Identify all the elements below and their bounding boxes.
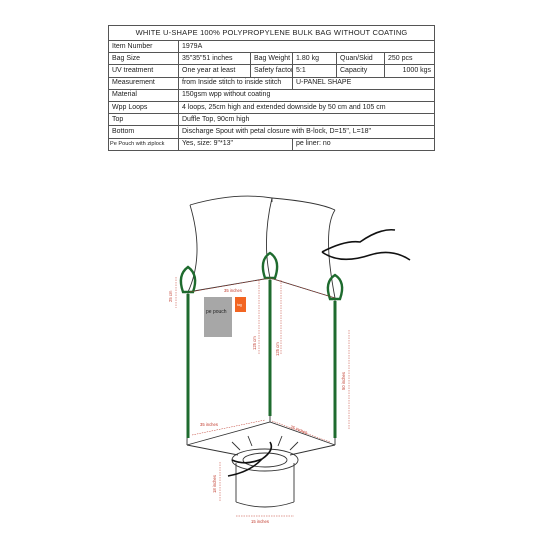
dim-side-mid: 125 cm — [275, 342, 280, 356]
spec-row-measurement: Measurement from Inside stitch to inside… — [108, 76, 436, 90]
dimension-lines — [175, 277, 350, 517]
dim-top: 35 inches — [224, 288, 242, 293]
panel-value: U-PANEL SHAPE — [291, 76, 436, 90]
dimension-labels: 35 inches 25 cm 125 cm 125 cm 50 inches … — [168, 288, 346, 524]
safety-value: 5:1 — [292, 64, 337, 78]
spec-title: WHITE U-SHAPE 100% POLYPROPYLENE BULK BA… — [107, 25, 436, 41]
loop-right-eye — [326, 273, 344, 301]
spec-row-size: Bag Size 35"35"51 inches Bag Weight 1.80… — [108, 52, 436, 66]
spec-row-pe: Pe Pouch with ziplock Yes, size: 9"*13" … — [108, 137, 436, 151]
duffle-ties — [321, 228, 411, 261]
loops-label: Wpp Loops — [108, 100, 179, 115]
spec-row-material: Material 150gsm wpp without coating — [108, 88, 436, 102]
loop-mid-eye — [261, 251, 279, 280]
capacity-label: Capacity — [336, 64, 385, 78]
pe-pouch-label: Pe Pouch with ziplock — [108, 137, 179, 151]
pe-pouch-text: pe pouch — [206, 309, 227, 315]
item-number-label: Item Number — [108, 39, 179, 54]
quan-skid-label: Quan/Skid — [336, 52, 385, 66]
bag-size-label: Bag Size — [108, 52, 179, 66]
top-value: Duffle Top, 90cm high — [177, 113, 436, 127]
bottom-value: Discharge Spout with petal closure with … — [177, 125, 436, 139]
quan-skid-value: 250 pcs — [383, 52, 436, 66]
material-value: 150gsm wpp without coating — [177, 88, 436, 102]
spec-title-row: WHITE U-SHAPE 100% POLYPROPYLENE BULK BA… — [107, 25, 436, 41]
bag-weight-value: 1.80 kg — [292, 52, 337, 66]
pe-liner-value: pe liner: no — [291, 137, 436, 151]
tag-text: tag — [237, 303, 242, 307]
lifting-loops — [179, 251, 344, 438]
bottom-label: Bottom — [108, 125, 179, 139]
material-label: Material — [108, 88, 179, 102]
measurement-value: from Inside stitch to inside stitch — [178, 76, 293, 90]
uv-value: One year at least — [178, 64, 251, 78]
loops-value: 4 loops, 25cm high and extended downside… — [177, 100, 436, 115]
capacity-value: 1000 kgs — [383, 64, 436, 78]
dim-side-left: 125 cm — [252, 336, 257, 350]
dim-loop: 25 cm — [168, 290, 173, 302]
uv-label: UV treatment — [108, 64, 179, 78]
item-number-value: 1979A — [177, 39, 436, 54]
measurement-label: Measurement — [108, 76, 179, 90]
spec-row-top: Top Duffle Top, 90cm high — [108, 113, 436, 127]
spec-row-bottom: Bottom Discharge Spout with petal closur… — [108, 125, 436, 139]
tag — [235, 297, 246, 312]
pe-pouch-value: Yes, size: 9"*13" — [178, 137, 293, 151]
dim-spout-width: 15 inches — [251, 519, 269, 524]
spec-table: WHITE U-SHAPE 100% POLYPROPYLENE BULK BA… — [107, 25, 436, 151]
bulk-bag-diagram: pe pouch tag 35 inches 25 cm 125 cm 125 … — [168, 195, 411, 524]
spout-ties — [227, 441, 273, 477]
dim-front: 35 inches — [200, 422, 218, 427]
spec-row-uv: UV treatment One year at least Safety fa… — [108, 64, 436, 78]
top-label: Top — [108, 113, 179, 127]
spec-row-loops: Wpp Loops 4 loops, 25cm high and extende… — [108, 100, 436, 115]
bag-weight-label: Bag Weight — [250, 52, 293, 66]
bag-size-value: 35"35"51 inches — [178, 52, 251, 66]
pe-pouch — [204, 297, 232, 337]
dim-spout-height: 18 inches — [212, 475, 217, 493]
safety-label: Safety factor — [250, 64, 293, 78]
dim-side: 35 inches — [290, 424, 309, 435]
spec-row-item: Item Number 1979A — [108, 39, 436, 54]
loop-left-eye — [179, 265, 197, 294]
dim-right: 50 inches — [341, 372, 346, 390]
